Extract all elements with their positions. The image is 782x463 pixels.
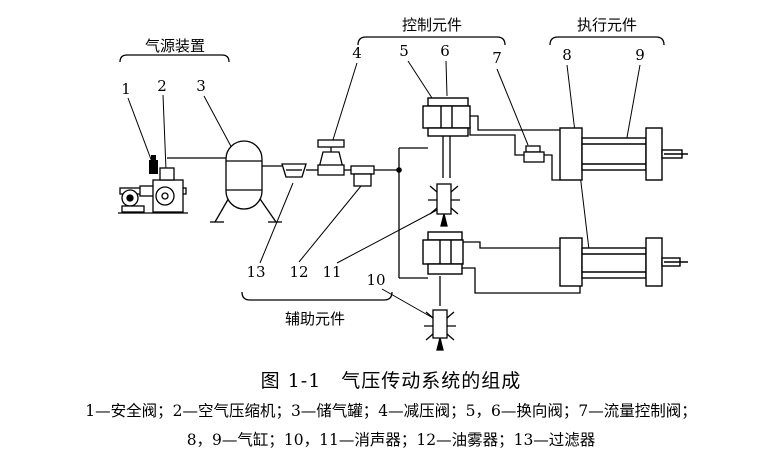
auxiliary-bracket bbox=[241, 291, 393, 301]
label-2: 2 bbox=[157, 77, 167, 95]
silencer-11 bbox=[428, 183, 460, 227]
air-source-label: 气源装置 bbox=[145, 37, 205, 55]
silencer-10 bbox=[424, 309, 456, 351]
lubricator bbox=[350, 165, 375, 187]
air-tank bbox=[210, 140, 282, 223]
label-6: 6 bbox=[440, 42, 450, 60]
control-bracket bbox=[357, 36, 506, 46]
actuator-label: 执行元件 bbox=[577, 16, 637, 34]
actuator-bracket bbox=[549, 36, 665, 46]
label-9: 9 bbox=[635, 46, 645, 64]
figure-title: 图 1-1 气压传动系统的组成 bbox=[260, 370, 522, 392]
filter bbox=[281, 163, 307, 178]
pressure-reducing-valve bbox=[317, 139, 345, 176]
junction-dot bbox=[396, 167, 402, 173]
control-label: 控制元件 bbox=[402, 16, 462, 34]
safety-valve bbox=[149, 155, 158, 174]
label-11: 11 bbox=[322, 263, 341, 281]
leader-lines bbox=[127, 60, 641, 319]
label-3: 3 bbox=[196, 77, 206, 95]
cylinder-8 bbox=[559, 127, 688, 181]
auxiliary-label: 辅助元件 bbox=[285, 310, 345, 328]
label-10: 10 bbox=[366, 271, 385, 289]
air-source-bracket bbox=[119, 54, 230, 63]
legend-line-1: 1—安全阀；2—空气压缩机；3—储气罐；4—减压阀；5，6—换向阀；7—流量控制… bbox=[85, 402, 697, 420]
air-compressor bbox=[118, 167, 188, 214]
label-12: 12 bbox=[289, 263, 308, 281]
label-4: 4 bbox=[352, 44, 362, 62]
legend-line-2: 8，9—气缸；10，11—消声器；12—油雾器；13—过滤器 bbox=[186, 431, 596, 449]
directional-valve-5 bbox=[422, 97, 471, 137]
label-8: 8 bbox=[562, 46, 572, 64]
directional-valve-6 bbox=[422, 231, 464, 275]
cylinder-9 bbox=[559, 237, 688, 287]
label-5: 5 bbox=[399, 42, 409, 60]
label-1: 1 bbox=[121, 80, 131, 98]
label-7: 7 bbox=[492, 49, 502, 67]
flow-control-valve bbox=[523, 145, 545, 163]
label-13: 13 bbox=[246, 263, 265, 281]
